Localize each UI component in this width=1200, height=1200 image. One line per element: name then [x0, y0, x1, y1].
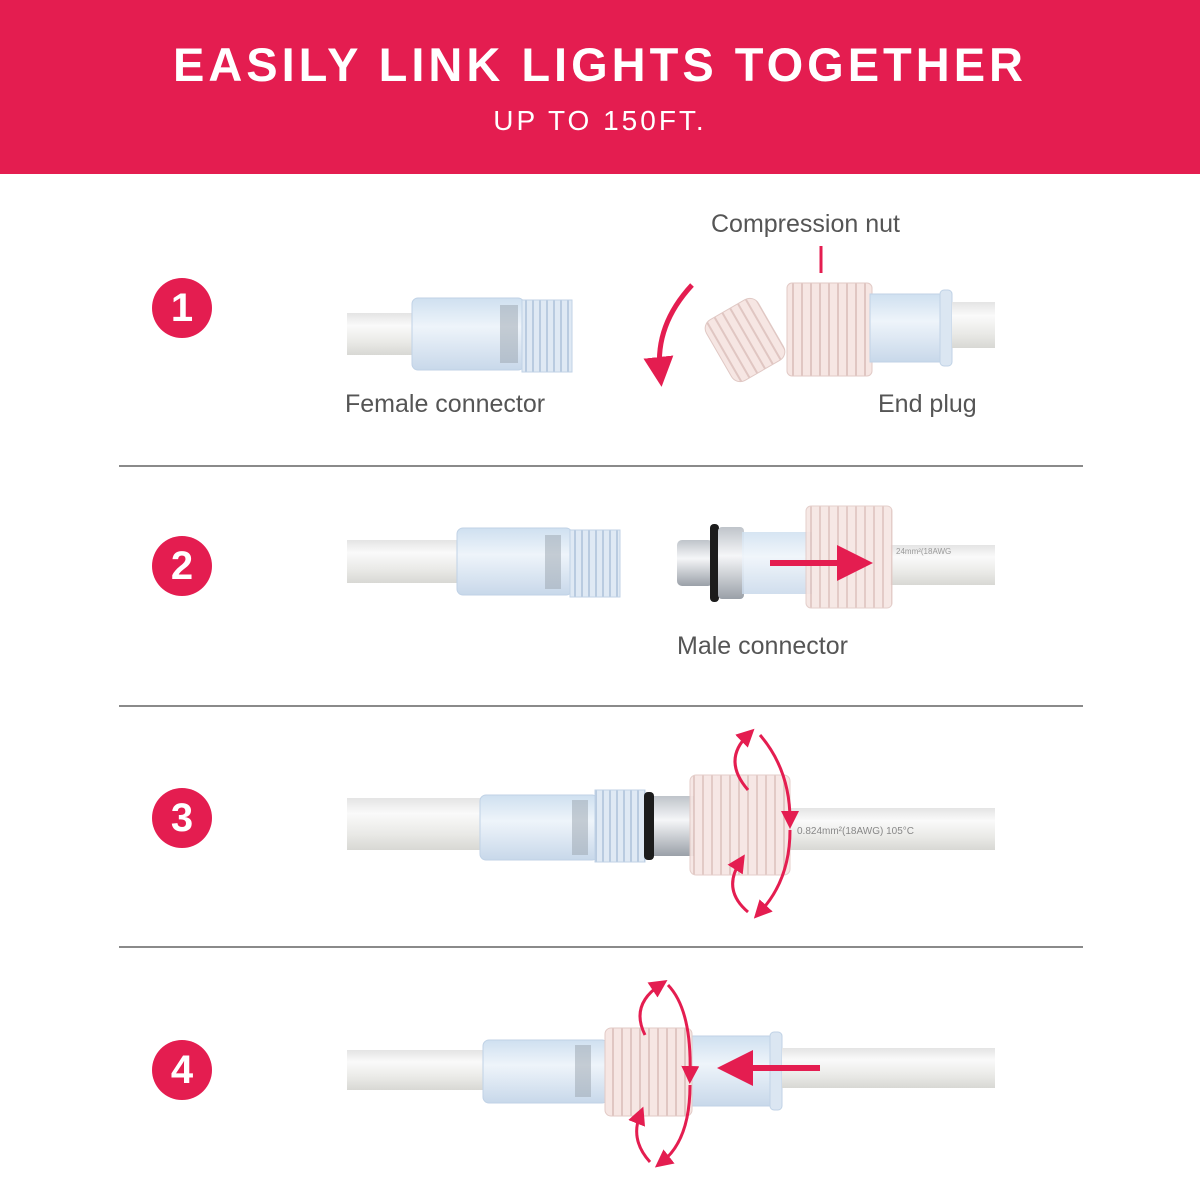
step3-cable-print: 0.824mm²(18AWG) 105°C [797, 826, 914, 837]
male-connector-label: Male connector [677, 632, 848, 660]
step2-male-connector: 24mm²(18AWG [677, 505, 995, 609]
end-plug-label: End plug [878, 390, 977, 418]
step3-rotate-arrow-top-left [733, 728, 755, 791]
page-subtitle: UP TO 150FT. [493, 105, 707, 136]
step3-rotate-arrow-bottom-right [753, 829, 792, 919]
step-1-badge: 1 [152, 278, 212, 338]
step4-rotate-arrow-bottom-right [654, 1084, 692, 1168]
female-connector-label: Female connector [345, 390, 546, 418]
page-title: EASILY LINK LIGHTS TOGETHER [172, 38, 1027, 91]
step-2-badge: 2 [152, 536, 212, 596]
step4-rotate-arrow-bottom-left [628, 1106, 652, 1164]
step2-cable-print: 24mm²(18AWG [896, 547, 951, 556]
step3-connected-assembly: 0.824mm²(18AWG) 105°C [347, 774, 995, 876]
step4-rotate-arrow-top-right [666, 983, 700, 1084]
step1-end-plug-assembly [704, 282, 995, 383]
step-3-badge: 3 [152, 788, 212, 848]
compression-nut-label: Compression nut [711, 210, 900, 238]
step4-locked-assembly [347, 1027, 995, 1117]
step3-rotate-arrow-top-right [758, 734, 799, 829]
step3-rotate-arrow-bottom-left [727, 854, 749, 914]
step4-rotate-arrow-top-left [638, 980, 668, 1036]
step-divider [119, 946, 1083, 948]
header-banner: EASILY LINK LIGHTS TOGETHER UP TO 150FT. [0, 0, 1200, 174]
step-divider [119, 465, 1083, 467]
step1-rotate-arrow [643, 283, 694, 387]
step2-female-connector [347, 527, 621, 598]
step1-female-connector [347, 297, 573, 373]
step-4-badge: 4 [152, 1040, 212, 1100]
step-divider [119, 705, 1083, 707]
